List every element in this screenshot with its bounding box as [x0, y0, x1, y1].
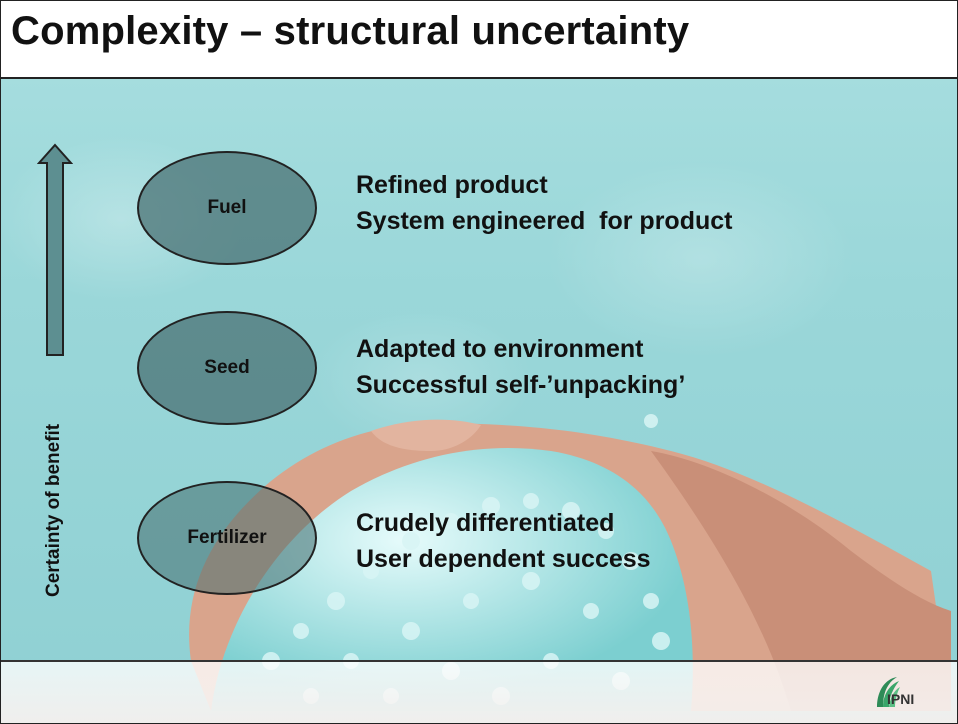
fertilizer-line-1: Crudely differentiated	[356, 509, 615, 537]
slide-title: Complexity – structural uncertainty	[11, 9, 690, 53]
footer-divider	[1, 660, 957, 662]
fuel-oval: Fuel	[137, 151, 317, 265]
fuel-description: Refined product System engineered for pr…	[356, 167, 732, 239]
seed-line-1: Adapted to environment	[356, 335, 644, 363]
footer	[1, 662, 957, 723]
fuel-label: Fuel	[207, 197, 247, 218]
seed-line-2: Successful self-’unpacking’	[356, 371, 686, 399]
axis-label: Certainty of benefit	[43, 423, 64, 597]
fertilizer-label: Fertilizer	[187, 527, 267, 548]
seed-label: Seed	[204, 357, 250, 378]
fuel-line-1: Refined product	[356, 171, 548, 199]
title-bar: Complexity – structural uncertainty	[1, 1, 957, 79]
ipni-logo-icon	[877, 677, 900, 707]
up-arrow-icon	[37, 143, 73, 356]
fuel-line-2: System engineered for product	[356, 207, 733, 235]
seed-oval: Seed	[137, 311, 317, 425]
fertilizer-line-2: User dependent success	[356, 545, 651, 573]
hand-with-granules-image	[189, 414, 951, 711]
ipni-logo-text: IPNI	[887, 691, 915, 707]
fertilizer-oval: Fertilizer	[137, 481, 317, 595]
fertilizer-description: Crudely differentiated User dependent su…	[356, 505, 651, 577]
seed-description: Adapted to environment Successful self-’…	[356, 331, 685, 403]
